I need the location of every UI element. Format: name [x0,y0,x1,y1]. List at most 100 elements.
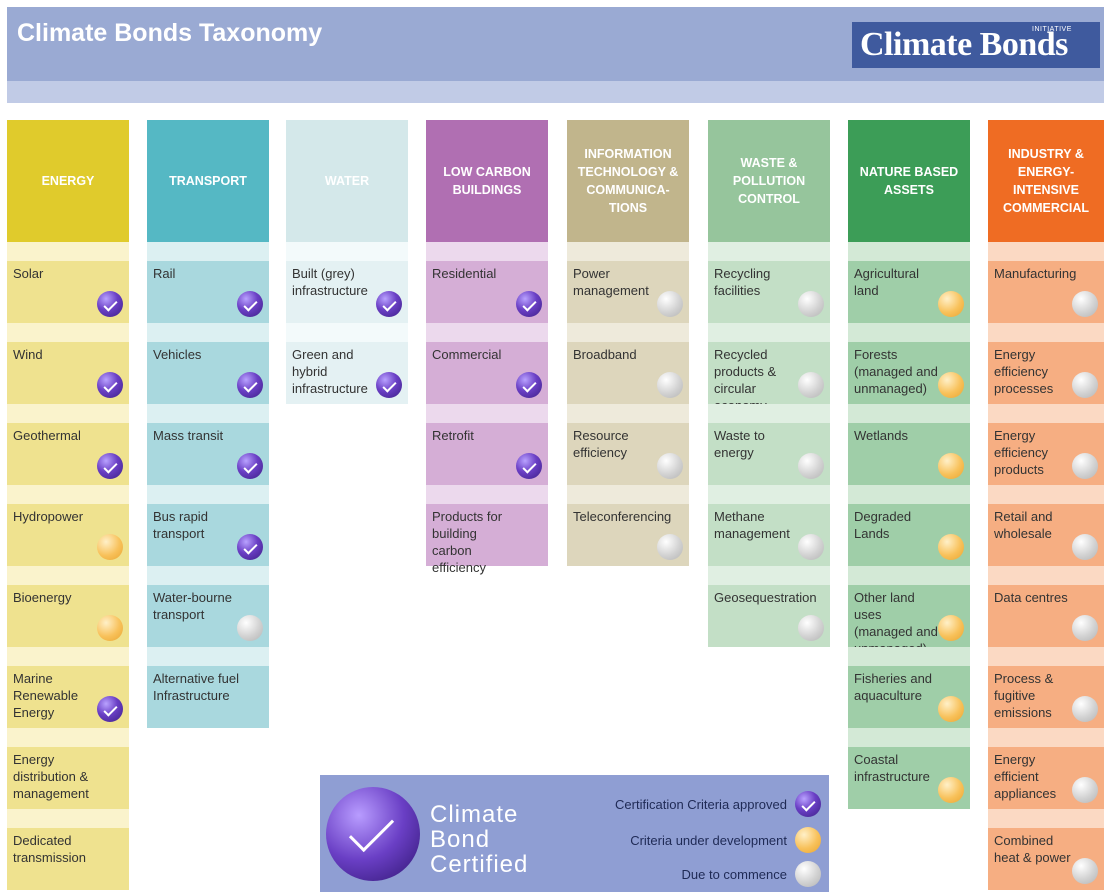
row-separator [7,323,129,342]
item-label: Data centres [994,590,1068,605]
logo-text: Climate Bonds [860,26,1068,63]
legend-label: Certification Criteria approved [615,796,787,812]
taxonomy-item: Alternative fuel Infrastructure [147,666,269,728]
due-to-commence-dot-icon [657,291,683,317]
due-to-commence-dot-icon [237,615,263,641]
taxonomy-item: Recycling facilities [708,261,830,323]
row-separator [567,242,689,261]
item-label: Energy efficiency products [994,428,1048,477]
taxonomy-item: Data centres [988,585,1104,647]
row-separator [7,485,129,504]
due-to-commence-dot-icon [1072,858,1098,884]
row-separator [988,728,1104,747]
taxonomy-item: Geosequestration [708,585,830,647]
row-separator [147,566,269,585]
taxonomy-item: Wetlands [848,423,970,485]
row-separator [7,242,129,261]
approved-check-icon [237,453,263,479]
row-separator [7,404,129,423]
item-label: Products for building carbon efficiency [432,509,503,575]
taxonomy-item: Marine Renewable Energy [7,666,129,728]
row-separator [848,404,970,423]
approved-check-icon [97,372,123,398]
taxonomy-item: Coastal infrastructure [848,747,970,809]
taxonomy-item: Other land uses (managed and unmanaged) [848,585,970,656]
item-label: Forests (managed and unmanaged) [854,347,938,396]
item-label: Bus rapid transport [153,509,208,541]
brand-line-2: Bond [430,826,491,853]
item-label: Rail [153,266,176,281]
taxonomy-item: Bus rapid transport [147,504,269,566]
item-label: Geothermal [13,428,81,443]
taxonomy-item: Products for building carbon efficiency [426,504,548,575]
taxonomy-item: Energy efficiency processes [988,342,1104,404]
item-label: Degraded Lands [854,509,912,541]
taxonomy-item: Wind [7,342,129,404]
approved-check-icon [237,534,263,560]
taxonomy-item: Hydropower [7,504,129,566]
taxonomy-item: Fisheries and aquaculture [848,666,970,728]
item-label: Teleconferencing [573,509,672,524]
row-separator [147,485,269,504]
taxonomy-item: Energy efficient appliances [988,747,1104,809]
item-label: Water-bourne transport [153,590,232,622]
row-separator [708,323,830,342]
row-separator [426,404,548,423]
under-development-dot-icon [795,827,821,853]
taxonomy-item: Rail [147,261,269,323]
row-separator [567,323,689,342]
item-label: Recycling facilities [714,266,771,298]
taxonomy-item: Methane management [708,504,830,566]
row-separator [988,809,1104,828]
taxonomy-item: Resource efficiency [567,423,689,485]
column-header: ENERGY [7,120,129,242]
row-separator [7,809,129,828]
due-to-commence-dot-icon [657,534,683,560]
approved-check-icon [795,791,821,817]
under-development-dot-icon [938,372,964,398]
due-to-commence-dot-icon [1072,291,1098,317]
due-to-commence-dot-icon [798,453,824,479]
row-separator [286,323,408,342]
item-label: Retail and wholesale [994,509,1053,541]
item-label: Residential [432,266,497,281]
row-separator [147,404,269,423]
item-label: Geosequestration [714,590,817,605]
item-label: Commercial [432,347,502,362]
row-separator [286,242,408,261]
page-title: Climate Bonds Taxonomy [17,19,323,47]
taxonomy-item: Broadband [567,342,689,404]
taxonomy-item: Power management [567,261,689,323]
under-development-dot-icon [938,777,964,803]
climate-bond-certified-badge-icon [326,787,420,881]
row-separator [426,485,548,504]
item-label: Waste to energy [714,428,765,460]
row-separator [147,242,269,261]
item-label: Marine Renewable Energy [13,671,79,720]
taxonomy-item: Teleconferencing [567,504,689,566]
climate-bonds-logo: Climate Bonds INITIATIVE [852,22,1100,68]
taxonomy-item: Vehicles [147,342,269,404]
under-development-dot-icon [97,534,123,560]
legend-label: Criteria under development [630,832,787,848]
due-to-commence-dot-icon [795,861,821,887]
row-separator [988,404,1104,423]
row-separator [988,485,1104,504]
under-development-dot-icon [938,534,964,560]
taxonomy-item: Residential [426,261,548,323]
row-separator [848,323,970,342]
column-header: WATER [286,120,408,242]
under-development-dot-icon [938,615,964,641]
taxonomy-item: Retail and wholesale [988,504,1104,566]
item-label: Built (grey) infrastructure [292,266,368,298]
item-label: Retrofit [432,428,474,443]
taxonomy-item: Forests (managed and unmanaged) [848,342,970,404]
legend-panel: Climate Bond Certified Certification Cri… [320,775,829,892]
legend-item-approved: Certification Criteria approved [615,791,821,817]
row-separator [426,242,548,261]
legend-item-development: Criteria under development [630,827,821,853]
row-separator [848,242,970,261]
